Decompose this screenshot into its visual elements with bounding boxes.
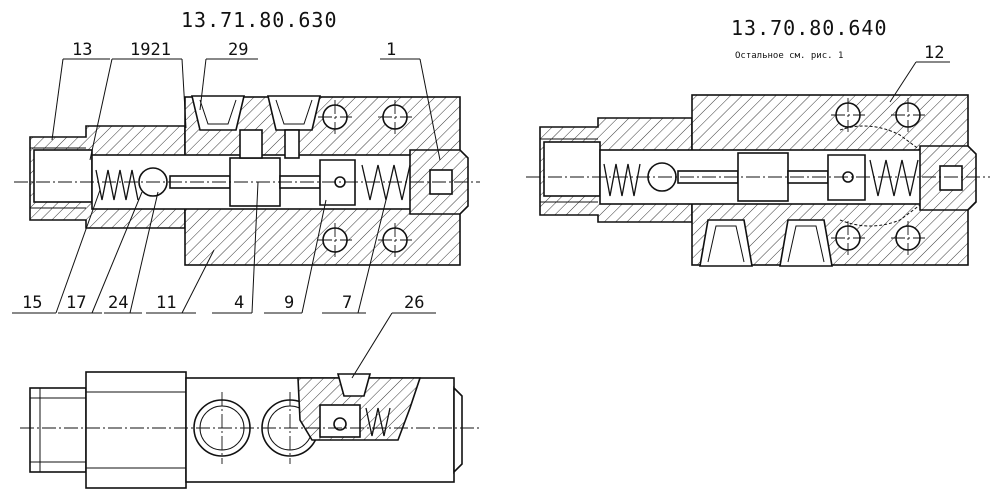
end-cap bbox=[453, 386, 463, 474]
right-section-view bbox=[526, 94, 990, 267]
callout-1: 1 bbox=[386, 40, 396, 60]
callout-4: 4 bbox=[234, 293, 244, 313]
left-view-title: 13.71.80.630 bbox=[181, 8, 338, 32]
right-seal-bottom-1 bbox=[699, 219, 753, 267]
callout-11: 11 bbox=[156, 293, 176, 313]
right-seal-bottom-2 bbox=[779, 219, 833, 267]
seal-top-1 bbox=[190, 95, 246, 131]
callout-29: 29 bbox=[228, 40, 248, 60]
callout-17: 17 bbox=[66, 293, 86, 313]
callout-26: 26 bbox=[404, 293, 424, 313]
right-fitting-bore bbox=[543, 141, 601, 197]
hex-collar bbox=[85, 371, 187, 489]
left-top-callouts: 13 1921 29 1 bbox=[51, 40, 441, 161]
fitting-bore bbox=[33, 149, 93, 203]
callout-12: 12 bbox=[924, 43, 944, 63]
spring-left bbox=[95, 169, 139, 201]
callout-7: 7 bbox=[342, 293, 352, 313]
callout-1921: 1921 bbox=[130, 40, 171, 60]
callout-24: 24 bbox=[108, 293, 128, 313]
right-view-title: 13.70.80.640 bbox=[731, 16, 888, 40]
callout-15: 15 bbox=[22, 293, 42, 313]
right-spring-left bbox=[603, 163, 641, 197]
right-view-note: Остальное см. рис. 1 bbox=[735, 51, 843, 61]
seal-top-2 bbox=[266, 95, 322, 131]
callout-13: 13 bbox=[72, 40, 92, 60]
seal-26 bbox=[336, 373, 372, 397]
bottom-exterior-view: 26 bbox=[20, 293, 480, 489]
left-bottom-callouts: 15 17 24 11 4 9 7 bbox=[12, 181, 387, 314]
thread-end bbox=[29, 387, 87, 473]
right-callouts: 12 bbox=[889, 43, 950, 103]
left-section-view bbox=[14, 95, 480, 266]
right-spring-right bbox=[869, 159, 919, 197]
callout-9: 9 bbox=[284, 293, 294, 313]
